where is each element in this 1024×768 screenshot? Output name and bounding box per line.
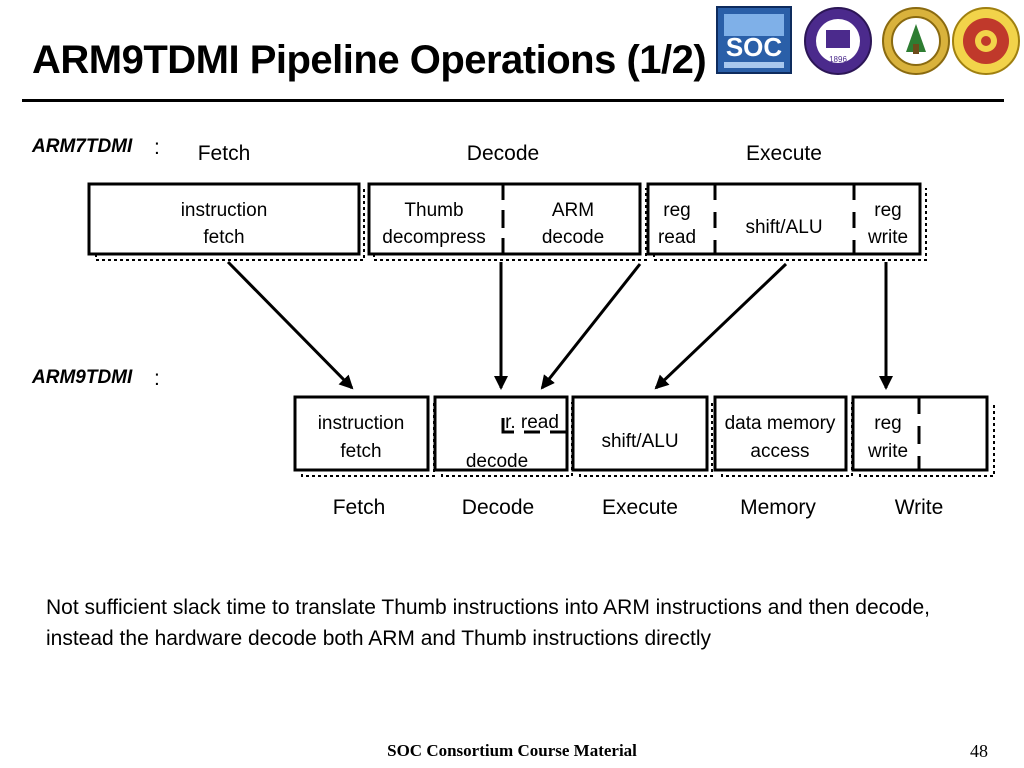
arm9-reg-write-line1: reg [874,413,901,434]
arm7-reg-write-line1: reg [874,200,901,221]
arm9-fetch-line2: fetch [340,441,381,462]
arm7-label: ARM7TDMI [31,136,133,157]
arm-decode-line2: decode [542,227,604,248]
arm9-memory-box: data memory access [713,395,848,472]
arm9-reg-write-line2: write [867,441,908,462]
arm9-rread-label: r. read [505,412,559,433]
thumb-decompress-line2: decompress [382,227,486,248]
arrow-arm-decode [540,263,642,390]
arm7-fetch-line1: instruction [181,200,268,221]
page-number: 48 [970,741,988,761]
arm9-fetch-box: instruction fetch [293,395,430,472]
svg-text:1896: 1896 [829,55,847,64]
arm9-stage-execute: Execute [602,496,678,519]
arm9-mem-line1: data memory [725,413,836,434]
arrow-reg-read [654,262,788,390]
arm9-write-box: reg write [851,395,989,472]
arm7-execute-box: reg read shift/ALU reg write [646,182,922,256]
soc-consortium-logo: SOC [716,6,792,74]
arm9-execute-box: shift/ALU [571,395,709,472]
explanation-note: Not sufficient slack time to translate T… [46,596,930,650]
university-seal-purple-icon: 1896 [804,7,872,75]
arm7-stage-fetch: Fetch [198,142,251,165]
arm9-fetch-line1: instruction [318,413,405,434]
university-seal-ntu-icon [882,7,950,75]
arrow-fetch [226,260,354,390]
reg-read-line1: reg [663,200,690,221]
arm9-decode-label: decode [466,451,528,472]
arm9-stage-fetch: Fetch [333,496,386,519]
title-divider [22,99,1004,102]
slide-title: ARM9TDMI Pipeline Operations (1/2) [32,38,707,82]
arm9-stage-decode: Decode [462,496,534,519]
arm9-stage-write: Write [895,496,944,519]
arm7-fetch-line2: fetch [203,227,244,248]
arm7-reg-write-line2: write [867,227,908,248]
arm7-decode-box: Thumb decompress ARM decode [367,182,642,256]
arm-decode-line1: ARM [552,200,594,221]
arm9-colon: : [154,367,160,390]
svg-text:SOC: SOC [726,32,783,62]
stage-mapping-arrows [226,260,893,390]
arm9-mem-line2: access [750,441,809,462]
footer-text: SOC Consortium Course Material [387,741,637,760]
reg-read-line2: read [658,227,696,248]
arm9-stage-memory: Memory [740,496,816,519]
arm9-decode-box: r. read decode [433,395,569,472]
arm7-alu-label: shift/ALU [745,217,822,238]
arm9-label: ARM9TDMI [31,367,133,388]
logo-strip: SOC 1896 [714,4,1020,78]
university-seal-red-icon [952,7,1020,75]
arm7-colon: : [154,136,160,159]
arm7-stage-execute: Execute [746,142,822,165]
arm7-fetch-box: instruction fetch [87,182,361,256]
arm9-alu-label: shift/ALU [601,431,678,452]
arm7-stage-decode: Decode [467,142,539,165]
thumb-decompress-line1: Thumb [404,200,463,221]
